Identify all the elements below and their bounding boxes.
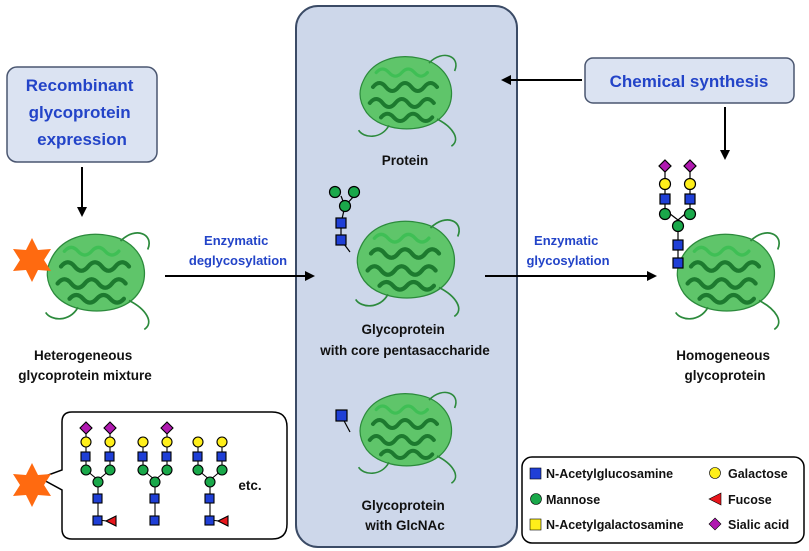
core-pentasaccharide-glycan	[328, 185, 361, 253]
heterogeneous-caption-1: Heterogeneous	[34, 348, 132, 363]
homogeneous-glycan	[658, 159, 697, 269]
legend-sialic-swatch	[708, 517, 722, 531]
homogeneous-caption-2: glycoprotein	[684, 368, 765, 383]
recombinant-line-3: expression	[37, 130, 127, 149]
recombinant-box	[6, 66, 158, 163]
callout-glycan-3	[192, 436, 229, 527]
homogeneous-protein	[676, 233, 779, 329]
recombinant-line-1: Recombinant	[26, 76, 134, 95]
legend-glcnac-label: N-Acetylglucosamine	[546, 467, 673, 481]
svg-text:Homogeneous glycoprotein: Homogeneous glycoprotein	[676, 348, 774, 383]
core-caption-1: Glycoprotein	[361, 322, 444, 337]
homogeneous-caption-1: Homogeneous	[676, 348, 770, 363]
glcnac-caption-1: Glycoprotein	[361, 498, 444, 513]
glycosylation-line-1: Enzymatic	[534, 233, 598, 248]
core-caption-2: with core pentasaccharide	[319, 343, 490, 358]
glcnac-caption-2: with GlcNAc	[364, 518, 445, 533]
heterogeneous-protein	[46, 233, 149, 329]
legend-glcnac-swatch	[529, 467, 542, 480]
callout-etc-label: etc.	[238, 478, 261, 493]
heterogeneous-star-icon	[13, 238, 51, 282]
svg-text:Enzymatic deglycosylation: Enzymatic deglycosylation	[189, 233, 287, 268]
heterogeneous-caption-2: glycoprotein mixture	[18, 368, 152, 383]
glycosylation-line-2: glycosylation	[526, 253, 609, 268]
protein-caption: Protein	[382, 153, 429, 168]
deglycosylation-line-1: Enzymatic	[204, 233, 268, 248]
legend-galactose-swatch	[709, 467, 721, 479]
svg-text:Heterogeneous glycoprotein: Heterogeneous glycoprotein mixture	[18, 348, 152, 383]
svg-text:Glycoprotein with core pen: Glycoprotein with core pentasaccharide	[319, 322, 490, 358]
callout-glycan-2	[137, 421, 174, 526]
legend-mannose-swatch	[530, 493, 542, 505]
svg-text:Glycoprotein with GlcNAc: Glycoprotein with GlcNAc	[361, 498, 448, 533]
single-glcnac-glycan	[335, 409, 351, 433]
legend-galnac-swatch	[529, 518, 542, 531]
legend-sialic-label: Sialic acid	[728, 518, 789, 532]
callout-glycan-1	[79, 421, 117, 527]
chemical-synthesis-label: Chemical synthesis	[610, 72, 769, 91]
legend-fucose-label: Fucose	[728, 493, 772, 507]
legend-fucose-swatch	[708, 492, 722, 506]
svg-text:Enzymatic glycosylation: Enzymatic glycosylation	[526, 233, 609, 268]
legend-galactose-label: Galactose	[728, 467, 788, 481]
svg-text:Recombinant glycoprotein: Recombinant glycoprotein expression	[26, 76, 138, 149]
deglycosylation-line-2: deglycosylation	[189, 253, 287, 268]
callout-star-icon	[13, 463, 51, 507]
chemical-synthesis-box	[584, 57, 795, 104]
legend-frame	[521, 456, 805, 544]
legend-galnac-label: N-Acetylgalactosamine	[546, 518, 684, 532]
legend-mannose-label: Mannose	[546, 493, 600, 507]
legend: N-Acetylglucosamine Galactose Mannose Fu…	[521, 456, 805, 544]
recombinant-line-2: glycoprotein	[29, 103, 131, 122]
